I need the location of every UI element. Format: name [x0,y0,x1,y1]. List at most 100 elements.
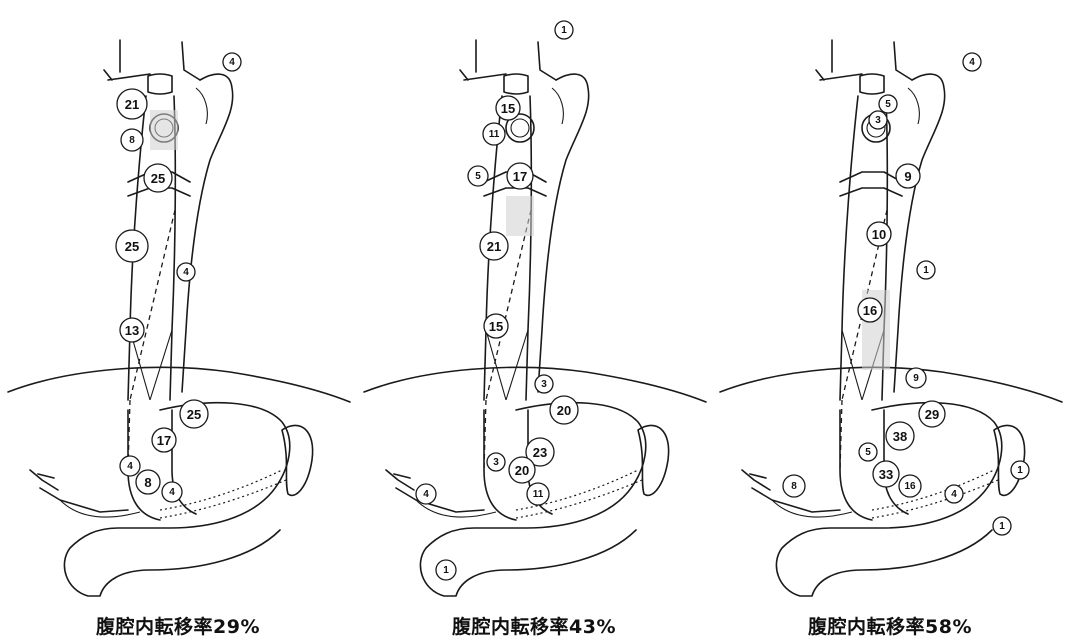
lymph-node-label: 3 [493,457,499,468]
lymph-node-label: 20 [515,463,529,478]
right-neck-vessel [894,42,912,80]
lymph-node: 4 [963,53,981,71]
lymph-node-label: 17 [513,169,527,184]
lymph-node: 1 [917,261,935,279]
lymph-node: 17 [507,163,533,189]
lymph-node-label: 9 [904,169,911,184]
lymph-node: 25 [116,230,148,262]
lymph-node-label: 8 [129,135,135,146]
anatomy-outline [8,40,350,596]
lymph-node: 15 [496,96,520,120]
left-neck-vessel [460,40,506,80]
lymph-node-label: 1 [923,265,929,276]
lymph-node: 10 [867,222,891,246]
lymph-node: 16 [858,298,882,322]
trachea-top [504,74,528,94]
lymph-node-label: 4 [169,487,175,498]
lymph-node: 15 [484,314,508,338]
lymph-node-label: 1 [999,521,1005,532]
lymph-node-label: 1 [561,25,567,36]
lymph-node: 8 [136,470,160,494]
anatomy-outline [364,40,706,596]
descending-aorta [538,74,589,392]
lymph-node-label: 1 [443,565,449,576]
lymph-node: 4 [177,263,195,281]
lymph-node-label: 15 [489,319,503,334]
lymph-node: 3 [487,453,505,471]
lymph-node: 20 [509,457,535,483]
lymph-node-label: 11 [489,129,500,140]
lymph-node: 16 [899,475,921,497]
lymph-node-label: 21 [487,239,501,254]
lymph-node-label: 10 [872,227,886,242]
lymph-node-label: 4 [229,57,235,68]
diagram-panel-3: 45391011692938533168411 腹腔内転移率58% [712,0,1068,642]
lymph-node: 9 [906,368,926,388]
lymph-node: 5 [468,166,488,186]
lymph-node-label: 23 [533,445,547,460]
panel-caption: 腹腔内転移率43% [356,612,712,639]
spleen [638,425,669,495]
esophagus-stomach-diagram-2: 115115172115320233201141 [356,0,712,610]
lymph-node: 3 [535,375,553,393]
lymph-node: 20 [550,396,578,424]
lymph-node-label: 21 [125,97,139,112]
lymph-node-label: 4 [969,57,975,68]
shaded-region [506,196,534,236]
aortic-arch-inner [552,88,563,124]
lymph-node-label: 5 [475,171,481,182]
lymph-node: 8 [121,129,143,151]
lymph-node: 33 [873,461,899,487]
lymph-node: 29 [919,401,945,427]
lymph-node-label: 5 [885,99,891,110]
lymph-node: 4 [162,482,182,502]
lymph-node-group: 421825254132517484 [116,53,241,502]
lymph-node-label: 25 [187,407,201,422]
crossing-lines [486,330,528,400]
lymph-node: 4 [416,484,436,504]
lymph-node-label: 5 [865,447,871,458]
lymph-node: 1 [436,560,456,580]
lymph-node-label: 20 [557,403,571,418]
lymph-node-label: 17 [157,433,171,448]
lymph-node-label: 4 [127,461,133,472]
trachea-top [148,74,172,94]
diaphragm-line [8,367,350,402]
lymph-node: 25 [180,400,208,428]
lymph-node-label: 15 [501,101,515,116]
aortic-arch-inner [196,88,207,124]
lymph-node: 5 [859,443,877,461]
lymph-node-label: 25 [125,239,139,254]
lymph-node-label: 9 [913,373,919,384]
esophagus-stomach-diagram-1: 421825254132517484 [0,0,356,610]
esophagus-right-wall [526,96,531,400]
descending-aorta [894,74,945,392]
lymph-node-label: 3 [541,379,547,390]
diaphragm-line [720,367,1062,402]
lymph-node: 3 [869,111,887,129]
lymph-node: 8 [783,475,805,497]
lymph-node-label: 29 [925,407,939,422]
lymph-node: 1 [993,517,1011,535]
lymph-node: 1 [555,21,573,39]
lymph-node: 9 [896,164,920,188]
lymph-node-label: 38 [893,429,907,444]
shaded-region [150,110,178,150]
lymph-node: 25 [144,164,172,192]
anatomy-outline [720,40,1062,596]
lymph-node: 11 [527,483,549,505]
lymph-node-label: 4 [183,267,189,278]
lymph-node: 4 [945,485,963,503]
lymph-node-label: 8 [144,475,151,490]
lymph-node-label: 11 [533,489,544,500]
lymph-node-label: 4 [423,489,429,500]
lymph-node: 4 [223,53,241,71]
right-neck-vessel [538,42,556,80]
lymph-node-label: 3 [875,115,881,126]
panel-caption: 腹腔内転移率58% [712,612,1068,639]
